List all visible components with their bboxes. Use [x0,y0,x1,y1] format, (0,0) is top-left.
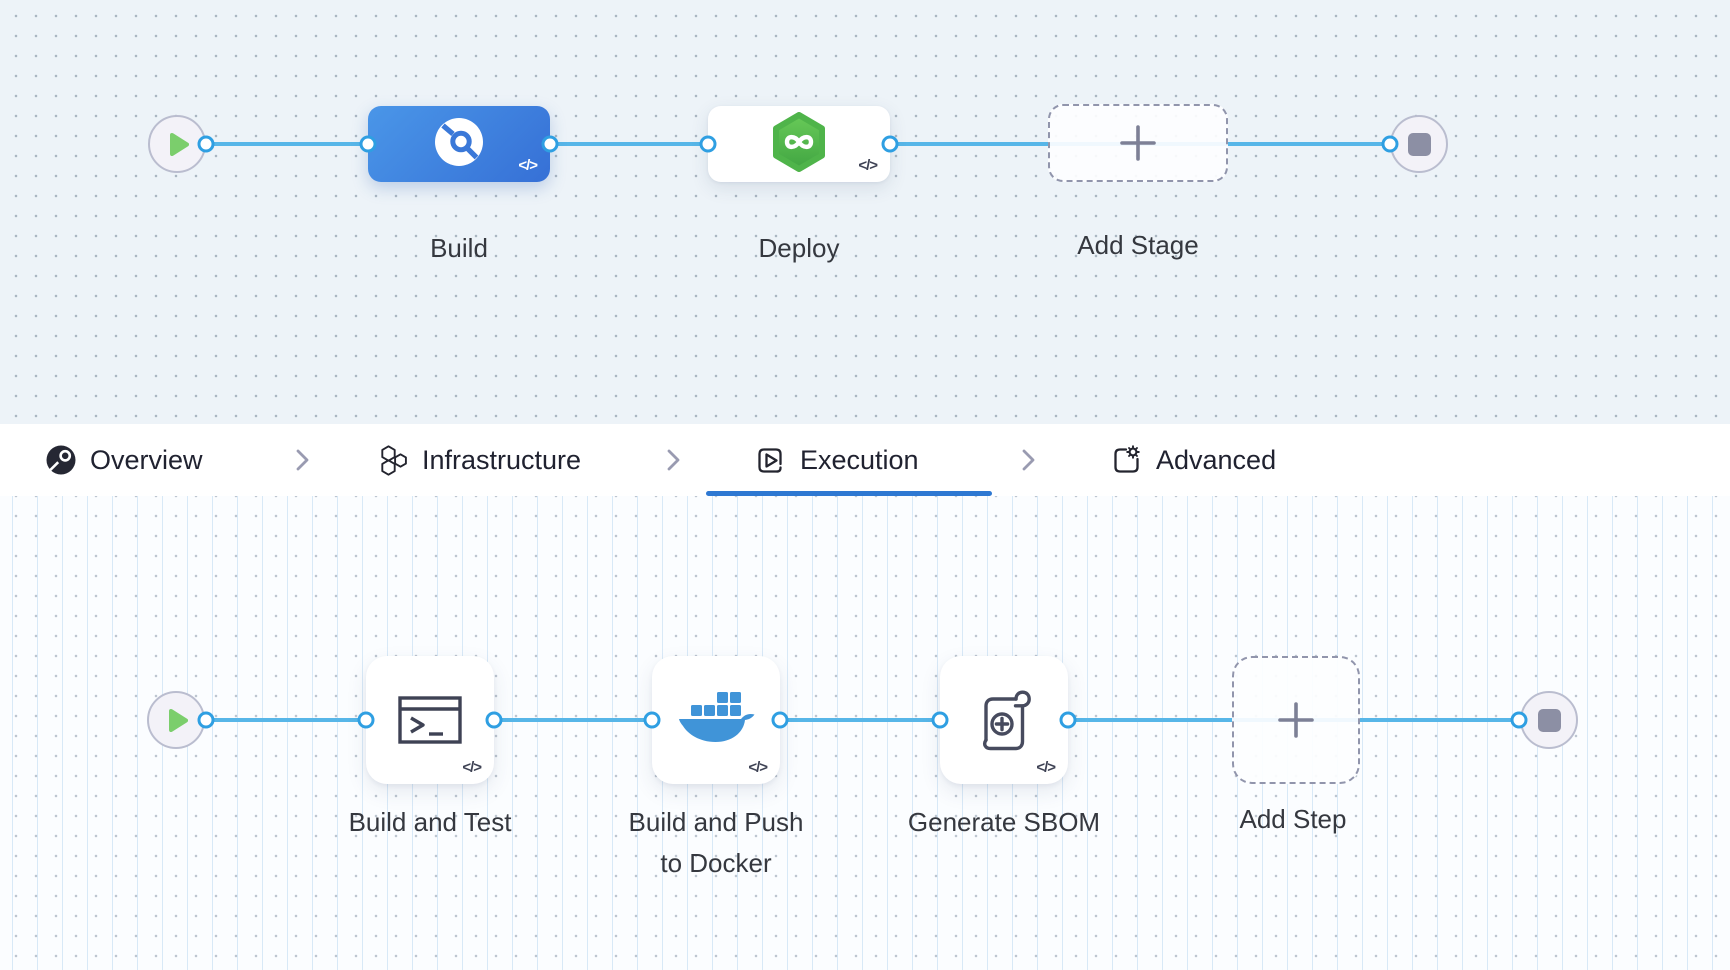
execution-steps-canvas: </> </> [0,496,1730,970]
harness-cd-hexagon-icon [773,111,825,172]
step-node-build-and-push-to-docker[interactable]: </> [652,656,780,784]
play-icon [168,708,188,732]
code-badge: </> [748,759,768,776]
step-label: Add Step [1239,804,1347,834]
docker-whale-icon [679,692,755,742]
square-gear-icon [1114,445,1140,473]
tab-overview[interactable]: Overview [45,424,203,496]
step-label-line: to Docker [660,848,772,878]
tab-label: Infrastructure [422,444,582,475]
stage-label: Build [430,233,488,263]
stop-icon [1537,708,1561,732]
stage-label: Add Stage [1077,230,1199,260]
step-label: Build and Test [348,807,512,837]
plus-icon [1120,125,1156,161]
harness-ci-icon [435,118,483,166]
add-step-button[interactable] [1232,656,1360,784]
stage-config-tabbar: Overview Infrastructure Execution [0,424,1730,496]
add-stage-button[interactable] [1048,104,1228,182]
sbom-scroll-icon [983,690,1031,751]
play-icon [169,132,189,156]
hexagons-icon [381,444,407,476]
tab-execution[interactable]: Execution [753,424,919,496]
connector-point[interactable] [197,711,215,729]
code-badge: </> [518,157,538,174]
code-badge: </> [858,157,878,174]
step-node-generate-sbom[interactable]: </> [940,656,1068,784]
execution-end-node [1520,691,1578,749]
stage-node-deploy[interactable]: </> [708,106,890,182]
stop-icon [1407,132,1431,156]
connector-point[interactable] [359,135,377,153]
tab-label: Advanced [1156,444,1277,475]
connector-point[interactable] [197,135,215,153]
stage-pipeline-canvas: </> </> Build Deploy Add Stage [0,0,1730,424]
stage-label: Deploy [758,233,840,263]
pipeline-start-node [148,115,206,173]
code-badge: </> [1036,759,1056,776]
code-badge: </> [462,759,482,776]
pipeline-end-node [1390,115,1448,173]
step-label: Build and Push to Docker [629,802,804,884]
connector-point[interactable] [1059,711,1077,729]
connector-point[interactable] [881,135,899,153]
overview-circle-icon [46,445,76,475]
connector-point[interactable] [357,711,375,729]
tab-infrastructure[interactable]: Infrastructure [377,424,581,496]
plus-icon [1278,702,1314,738]
play-square-icon [758,448,782,473]
step-label-line: Build and Push [628,807,804,837]
execution-start-node [147,691,205,749]
connector-point[interactable] [1510,711,1528,729]
stage-node-build[interactable]: </> [368,106,550,182]
connector-point[interactable] [771,711,789,729]
terminal-icon [398,696,462,744]
connector-point[interactable] [643,711,661,729]
connector-point[interactable] [485,711,503,729]
chevron-right-icon [296,449,309,471]
connector-point[interactable] [1381,135,1399,153]
step-node-build-and-test[interactable]: </> [366,656,494,784]
chevron-right-icon [667,449,680,471]
step-label: Generate SBOM [907,807,1101,837]
connector-point[interactable] [699,135,717,153]
connector-point[interactable] [931,711,949,729]
tab-label: Execution [800,444,919,475]
connector-point[interactable] [541,135,559,153]
active-tab-underline [706,491,992,496]
tab-label: Overview [90,444,203,475]
chevron-right-icon [1022,449,1035,471]
step-connector-line [176,718,1549,722]
tab-advanced[interactable]: Advanced [1109,424,1276,496]
